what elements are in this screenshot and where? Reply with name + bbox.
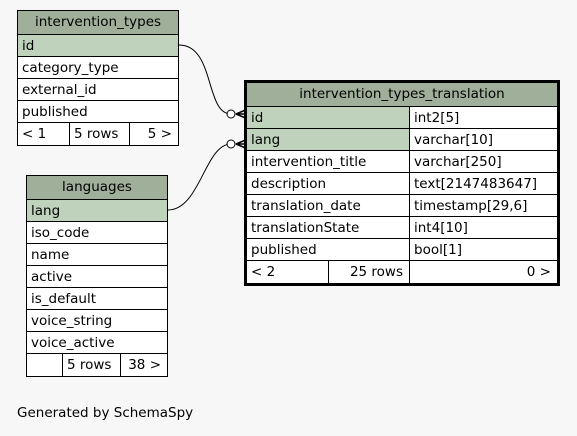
column-type: int2[5]	[410, 107, 557, 128]
column-name: id	[247, 107, 410, 128]
table-footer: < 2 25 rows 0 >	[247, 261, 557, 283]
column-type: varchar[250]	[414, 154, 502, 170]
column-row-published[interactable]: published	[18, 101, 178, 123]
column-row-id[interactable]: id	[18, 35, 178, 57]
column-type: varchar[10]	[410, 129, 557, 150]
generator-credit: Generated by SchemaSpy	[17, 405, 194, 421]
column-row-name[interactable]: name	[27, 244, 167, 266]
optional-marker-lang	[226, 139, 236, 149]
column-row-translation-date[interactable]: translation_date timestamp[29,6]	[247, 195, 557, 217]
table-title[interactable]: languages	[27, 176, 167, 200]
column-row-iso-code[interactable]: iso_code	[27, 222, 167, 244]
relationship-line-intervention-types-id	[178, 44, 232, 115]
parent-count[interactable]: < 2	[247, 261, 329, 283]
column-row-category-type[interactable]: category_type	[18, 57, 178, 79]
column-row-lang[interactable]: lang	[27, 200, 167, 222]
column-name: active	[31, 269, 73, 285]
row-count: 5 rows	[70, 123, 130, 145]
column-row-id[interactable]: id int2[5]	[247, 107, 557, 129]
column-name: translation_date	[247, 195, 410, 216]
child-count[interactable]: 5 >	[147, 126, 172, 142]
column-row-voice-active[interactable]: voice_active	[27, 332, 167, 354]
parent-count	[27, 354, 63, 376]
column-type: timestamp[29,6]	[414, 198, 528, 214]
column-name: intervention_title	[247, 151, 410, 172]
column-row-external-id[interactable]: external_id	[18, 79, 178, 101]
column-name: description	[247, 173, 410, 194]
column-row-is-default[interactable]: is_default	[27, 288, 167, 310]
child-count: 0 >	[526, 264, 551, 280]
column-name: voice_string	[31, 313, 113, 329]
table-intervention-types: intervention_types id category_type exte…	[17, 10, 179, 146]
column-name: published	[22, 104, 88, 120]
column-name: external_id	[22, 82, 97, 98]
row-count: 25 rows	[329, 261, 410, 283]
child-count[interactable]: 38 >	[128, 357, 161, 373]
column-name: iso_code	[31, 225, 90, 241]
table-title[interactable]: intervention_types	[18, 11, 178, 35]
optional-marker-id	[226, 109, 236, 119]
column-type: int4[10]	[414, 220, 468, 236]
column-row-description[interactable]: description text[2147483647]	[247, 173, 557, 195]
column-row-voice-string[interactable]: voice_string	[27, 310, 167, 332]
column-row-published[interactable]: published bool[1]	[247, 239, 557, 261]
column-name: translationState	[247, 217, 410, 238]
column-name: category_type	[22, 60, 119, 76]
column-name: lang	[247, 129, 410, 150]
table-footer: < 1 5 rows 5 >	[18, 123, 178, 145]
row-count: 5 rows	[63, 354, 121, 376]
table-title[interactable]: intervention_types_translation	[247, 83, 557, 107]
column-row-translation-state[interactable]: translationState int4[10]	[247, 217, 557, 239]
column-row-intervention-title[interactable]: intervention_title varchar[250]	[247, 151, 557, 173]
column-type: text[2147483647]	[414, 176, 538, 192]
column-name: name	[31, 247, 70, 263]
column-row-active[interactable]: active	[27, 266, 167, 288]
column-name: published	[247, 239, 410, 260]
column-name: voice_active	[31, 335, 115, 351]
column-name: lang	[27, 200, 167, 221]
parent-count[interactable]: < 1	[18, 123, 70, 145]
table-languages: languages lang iso_code name active is_d…	[26, 175, 168, 377]
column-type: bool[1]	[414, 242, 462, 258]
relationship-line-languages-lang	[167, 143, 232, 211]
table-footer: 5 rows 38 >	[27, 354, 167, 376]
column-row-lang[interactable]: lang varchar[10]	[247, 129, 557, 151]
column-name: id	[18, 35, 178, 56]
column-name: is_default	[31, 291, 97, 307]
table-intervention-types-translation: intervention_types_translation id int2[5…	[244, 80, 560, 286]
